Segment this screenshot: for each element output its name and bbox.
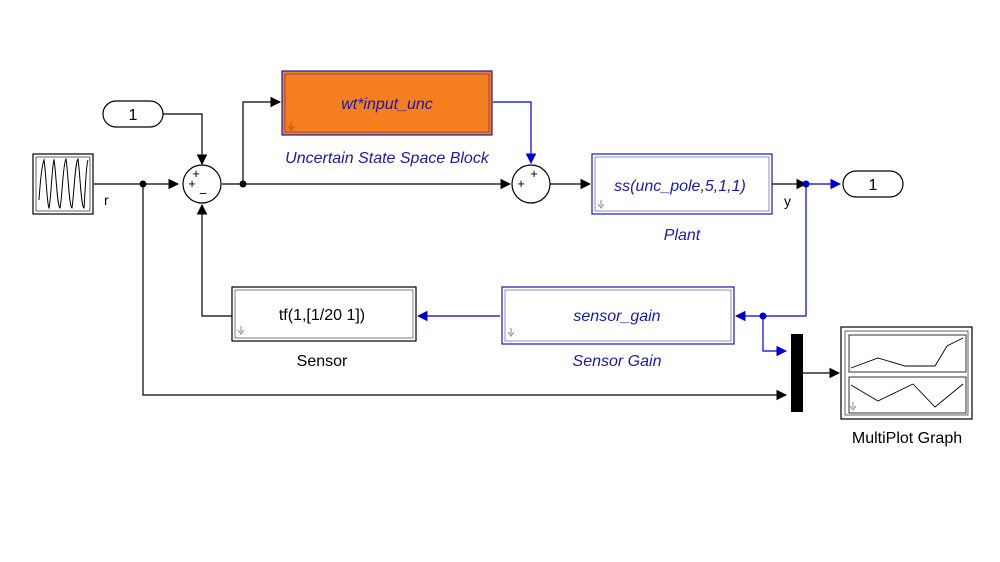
sensor-expression: tf(1,[1/20 1]) <box>279 307 365 324</box>
wire-y-feedback[interactable] <box>734 184 807 322</box>
branch-point-feedback <box>759 312 767 320</box>
uncertain-state-space-block[interactable]: wt*input_unc <box>281 70 493 136</box>
sum2-sign-top: + <box>530 166 538 181</box>
uncertain-block-name: Uncertain State Space Block <box>285 150 490 167</box>
plot-trace-top <box>850 337 964 369</box>
sensor-name: Sensor <box>297 353 348 370</box>
branch-point-sum1-out <box>239 180 247 188</box>
mux-block[interactable] <box>791 334 803 412</box>
chirp-waveform-icon <box>38 157 89 210</box>
block-port-arrow-icon <box>237 326 245 335</box>
sensor-block[interactable]: tf(1,[1/20 1]) <box>231 286 417 342</box>
sum1-sign-bottom: − <box>199 186 207 201</box>
block-port-arrow-icon <box>287 122 295 131</box>
plot-panel-bottom <box>848 376 967 414</box>
wire-uncertain-to-sum2[interactable] <box>493 101 537 165</box>
sum1-sign-top: + <box>192 166 200 181</box>
inport-block[interactable]: 1 <box>102 100 164 128</box>
multiplot-graph-name: MultiPlot Graph <box>852 430 962 447</box>
sensor-gain-block[interactable]: sensor_gain <box>501 286 735 345</box>
multiplot-graph-block[interactable] <box>840 326 973 420</box>
signal-label-r: r <box>104 192 109 208</box>
sum2-sign-left: + <box>517 176 525 191</box>
wire-feedback-to-mux[interactable] <box>762 316 788 357</box>
outport-number: 1 <box>869 177 878 194</box>
sum-block-2[interactable]: + + <box>511 164 551 204</box>
plot-trace-bottom <box>850 383 964 408</box>
signal-lines-blue <box>416 101 842 357</box>
uncertain-block-expression: wt*input_unc <box>341 96 433 113</box>
outport-block[interactable]: 1 <box>842 170 904 198</box>
wire-sensor-to-sum1[interactable] <box>196 203 232 317</box>
signal-lines-black <box>94 96 841 401</box>
wire-r-to-mux[interactable] <box>142 184 788 401</box>
branch-point-r <box>139 180 147 188</box>
signal-label-y: y <box>784 193 791 209</box>
signal-source-block[interactable] <box>32 153 94 215</box>
wire-to-uncertain-block[interactable] <box>242 96 282 184</box>
plant-name: Plant <box>664 227 701 244</box>
sum1-sign-left: + <box>188 176 196 191</box>
inport-number: 1 <box>129 107 138 124</box>
block-port-arrow-icon <box>849 402 857 411</box>
block-port-arrow-icon <box>597 200 605 209</box>
sum-block-1[interactable]: + + − <box>182 164 222 204</box>
sensor-gain-name: Sensor Gain <box>573 353 662 370</box>
branch-point-y <box>802 180 810 188</box>
wire-inport-to-sum1[interactable] <box>163 113 208 166</box>
block-port-arrow-icon <box>507 328 515 337</box>
plant-block[interactable]: ss(unc_pole,5,1,1) <box>591 153 773 215</box>
plant-expression: ss(unc_pole,5,1,1) <box>614 178 746 195</box>
sensor-gain-expression: sensor_gain <box>573 308 660 325</box>
